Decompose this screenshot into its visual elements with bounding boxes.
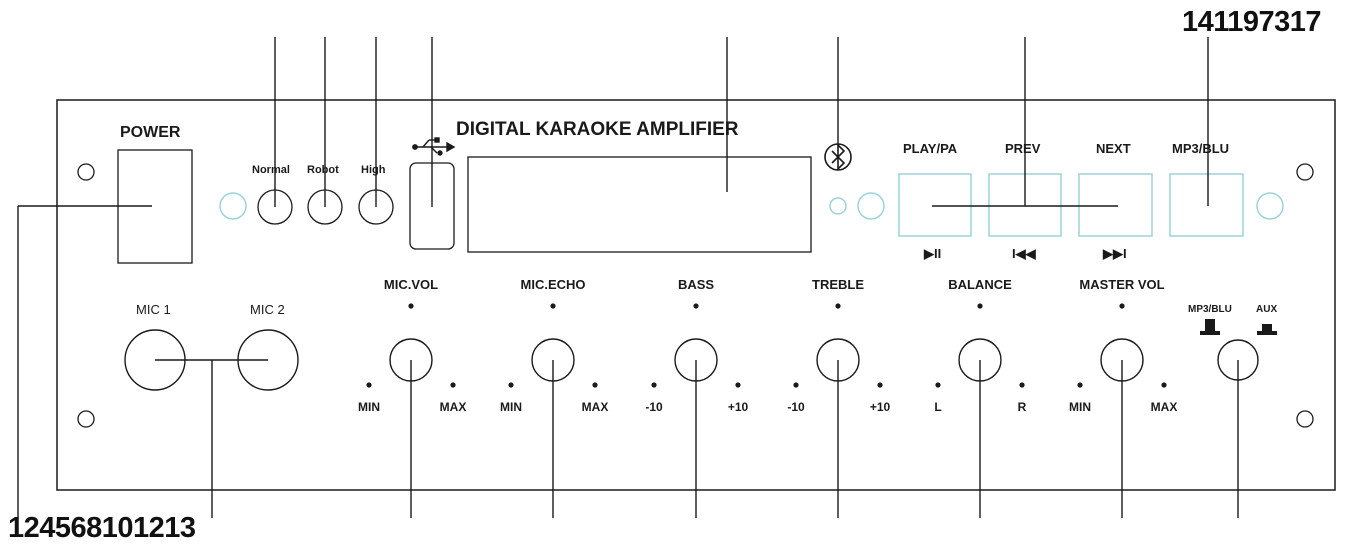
bluetooth-led: [857, 192, 885, 220]
usb-icon: [412, 137, 456, 156]
knob-bass[interactable]: [651, 303, 741, 518]
play-pause-label: PLAY/PA: [903, 141, 958, 156]
callout-lines: [17, 37, 1239, 518]
knob-center-dot: [693, 303, 699, 309]
knob-max-label: MAX: [1150, 400, 1178, 414]
knob-max-dot: [1019, 382, 1025, 388]
knob-max-label: R: [1017, 400, 1027, 414]
mic2-label: MIC 2: [250, 302, 285, 317]
knob-max-dot: [877, 382, 883, 388]
knob-min-label: -10: [787, 400, 805, 414]
voice-label-normal: Normal: [252, 164, 290, 176]
callout-numbers-top: 141197317: [1182, 6, 1322, 38]
knob-max-label: +10: [869, 400, 891, 414]
mic1-label: MIC 1: [136, 302, 171, 317]
right-led: [1256, 192, 1284, 220]
mp3-blu-label: MP3/BLU: [1172, 141, 1230, 156]
knob-center-dot: [408, 303, 414, 309]
panel-title: DIGITAL KARAOKE AMPLIFIER: [456, 119, 739, 140]
knob-mic-echo[interactable]: [508, 303, 598, 518]
knob-max-dot: [592, 382, 598, 388]
next-button[interactable]: [1078, 173, 1153, 237]
knob-title: MIC.VOL: [383, 277, 439, 292]
power-led: [219, 192, 247, 220]
voice-label-high: High: [361, 164, 386, 176]
source-label-aux: AUX: [1256, 304, 1278, 315]
next-symbol: ▶▶I: [1103, 246, 1127, 261]
play-pause-button[interactable]: [898, 173, 972, 237]
prev-label: PREV: [1005, 141, 1041, 156]
bluetooth-icon: [824, 143, 852, 171]
screw-hole-top-left: [77, 163, 95, 181]
knob-min-label: L: [934, 400, 942, 414]
knob-mic-vol[interactable]: [366, 303, 456, 518]
mp3-blu-button[interactable]: [1169, 173, 1244, 237]
mp3-blu-switch-icon: [1200, 319, 1220, 335]
source-label-mp3: MP3/BLU: [1188, 304, 1232, 315]
knob-center-dot: [835, 303, 841, 309]
knob-min-label: MIN: [1069, 400, 1091, 414]
knob-max-label: +10: [727, 400, 749, 414]
knob-treble[interactable]: [793, 303, 883, 518]
knob-min-dot: [1077, 382, 1083, 388]
knob-max-dot: [1161, 382, 1167, 388]
knob-min-label: MIN: [500, 400, 522, 414]
screw-hole-bottom-left: [77, 410, 95, 428]
power-label: POWER: [120, 124, 181, 141]
knob-min-label: -10: [645, 400, 663, 414]
knob-title: MASTER VOL: [1079, 277, 1165, 292]
knob-min-label: MIN: [358, 400, 380, 414]
knob-max-dot: [450, 382, 456, 388]
callout-numbers-bottom: 124568101213: [8, 512, 196, 544]
play-pause-symbol: ▶II: [924, 246, 942, 261]
knob-center-dot: [977, 303, 983, 309]
knob-center-dot: [1119, 303, 1125, 309]
knob-title: BASS: [677, 277, 715, 292]
display-window: [467, 156, 812, 253]
knob-balance[interactable]: [935, 303, 1025, 518]
knob-title: MIC.ECHO: [520, 277, 586, 292]
knob-master-vol[interactable]: [1077, 303, 1167, 518]
next-label: NEXT: [1096, 141, 1131, 156]
voice-label-robot: Robot: [307, 164, 339, 176]
bluetooth-led-small: [829, 197, 847, 215]
knob-title: TREBLE: [812, 277, 864, 292]
knob-min-dot: [651, 382, 657, 388]
prev-symbol: I◀◀: [1012, 246, 1036, 261]
knob-min-dot: [935, 382, 941, 388]
screw-hole-bottom-right: [1296, 410, 1314, 428]
aux-switch-icon: [1257, 324, 1277, 335]
screw-hole-top-right: [1296, 163, 1314, 181]
knob-max-label: MAX: [439, 400, 467, 414]
knob-max-label: MAX: [581, 400, 609, 414]
knob-min-dot: [793, 382, 799, 388]
knob-min-dot: [508, 382, 514, 388]
knob-min-dot: [366, 382, 372, 388]
knobs-layer: [366, 303, 1167, 518]
knob-center-dot: [550, 303, 556, 309]
knob-max-dot: [735, 382, 741, 388]
knob-title: BALANCE: [948, 277, 1012, 292]
